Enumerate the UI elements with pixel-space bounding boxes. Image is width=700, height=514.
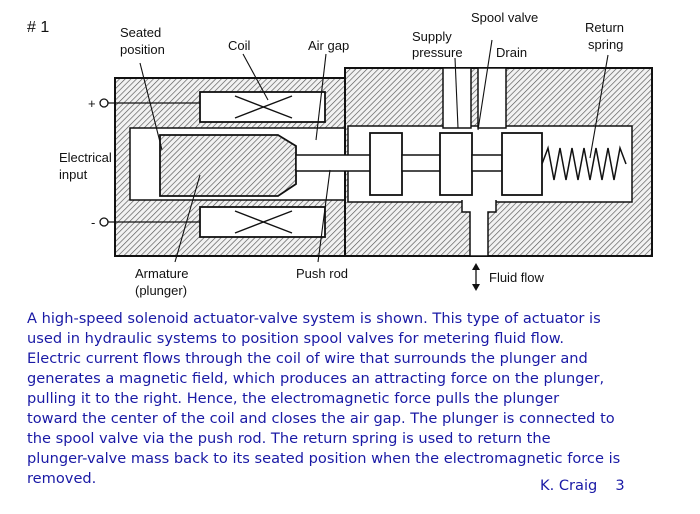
footer-author: K. Craig (540, 477, 598, 494)
push-rod (295, 154, 377, 172)
footer: K. Craig 3 (540, 477, 625, 494)
coil-bottom (199, 206, 326, 238)
description-line: toward the center of the coil and closes… (27, 410, 615, 427)
slide-number: # 1 (27, 19, 49, 36)
description-line: used in hydraulic systems to position sp… (27, 330, 564, 347)
supply-pressure-label-2: pressure (412, 45, 463, 60)
armature-label-1: Armature (135, 266, 188, 281)
fluid-flow-label: Fluid flow (489, 270, 545, 285)
description-line: pulling it to the right. Hence, the elec… (27, 390, 560, 407)
return-spring (541, 145, 627, 181)
spool-valve-label: Spool valve (471, 10, 538, 25)
seated-position-label-1: Seated (120, 25, 161, 40)
minus-terminal-label: - (91, 215, 95, 230)
spool-valve (369, 132, 543, 196)
description-text: A high-speed solenoid actuator-valve sys… (27, 309, 689, 489)
plus-terminal-label: + (88, 96, 96, 111)
coil-top (199, 91, 326, 123)
page-number: 3 (615, 477, 625, 494)
push-rod-label: Push rod (296, 266, 348, 281)
electrical-terminals (99, 98, 200, 227)
armature-plunger (159, 134, 297, 197)
description-line: plunger-valve mass back to its seated po… (27, 450, 621, 467)
solenoid-valve-diagram: # 1 (27, 10, 653, 298)
electrical-input-label-1: Electrical (59, 150, 112, 165)
fluid-flow-arrow (472, 263, 480, 291)
armature-label-2: (plunger) (135, 283, 187, 298)
coil-label: Coil (228, 38, 251, 53)
leader-lines (139, 39, 609, 263)
seated-position-label-2: position (120, 42, 165, 57)
description-line: the spool valve via the push rod. The re… (27, 430, 551, 447)
description-line: removed. (27, 470, 97, 487)
description-line: Electric current flows through the coil … (27, 350, 588, 367)
return-spring-label-1: Return (585, 20, 624, 35)
description-line: A high-speed solenoid actuator-valve sys… (27, 310, 601, 327)
drain-label: Drain (496, 45, 527, 60)
air-gap-label: Air gap (308, 38, 349, 53)
supply-pressure-label-1: Supply (412, 29, 452, 44)
description-line: generates a magnetic field, which produc… (27, 370, 605, 387)
electrical-input-label-2: input (59, 167, 88, 182)
return-spring-label-2: spring (588, 37, 623, 52)
